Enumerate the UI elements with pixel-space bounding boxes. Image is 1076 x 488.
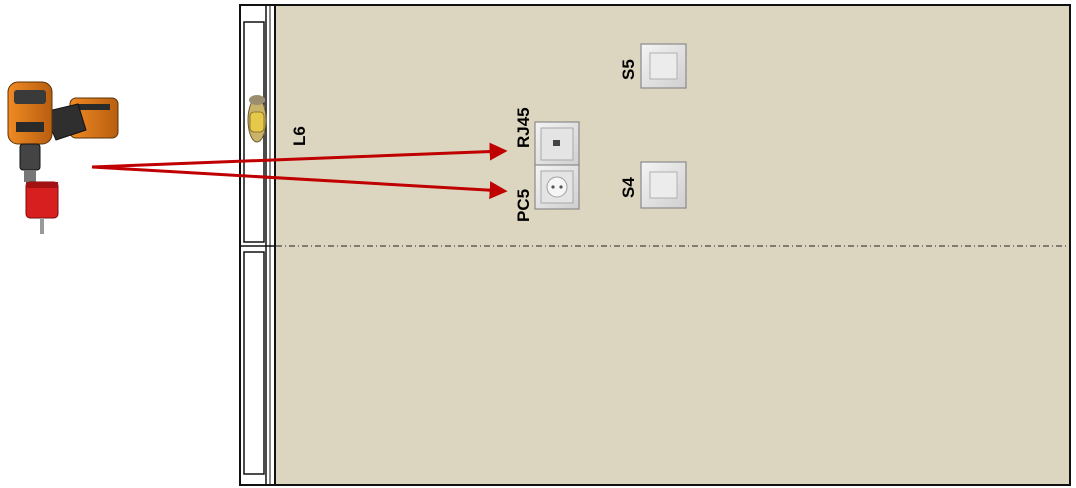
- light-switch-icon: [640, 43, 687, 89]
- rj45-label: RJ45: [514, 107, 533, 148]
- lamp-icon: [247, 95, 267, 143]
- s5-label: S5: [619, 59, 638, 80]
- lamp-label: L6: [290, 126, 309, 146]
- arrow-to-rj45: [91, 142, 508, 169]
- drill-icon: [7, 81, 119, 234]
- door-frame: [239, 4, 276, 486]
- power-outlet-icon: [534, 164, 580, 210]
- light-switch-icon: [640, 161, 687, 209]
- rj45-outlet-icon: [534, 121, 580, 167]
- pc5-label: PC5: [514, 189, 533, 222]
- s4-label: S4: [619, 177, 638, 198]
- arrow-to-pc5: [91, 165, 508, 200]
